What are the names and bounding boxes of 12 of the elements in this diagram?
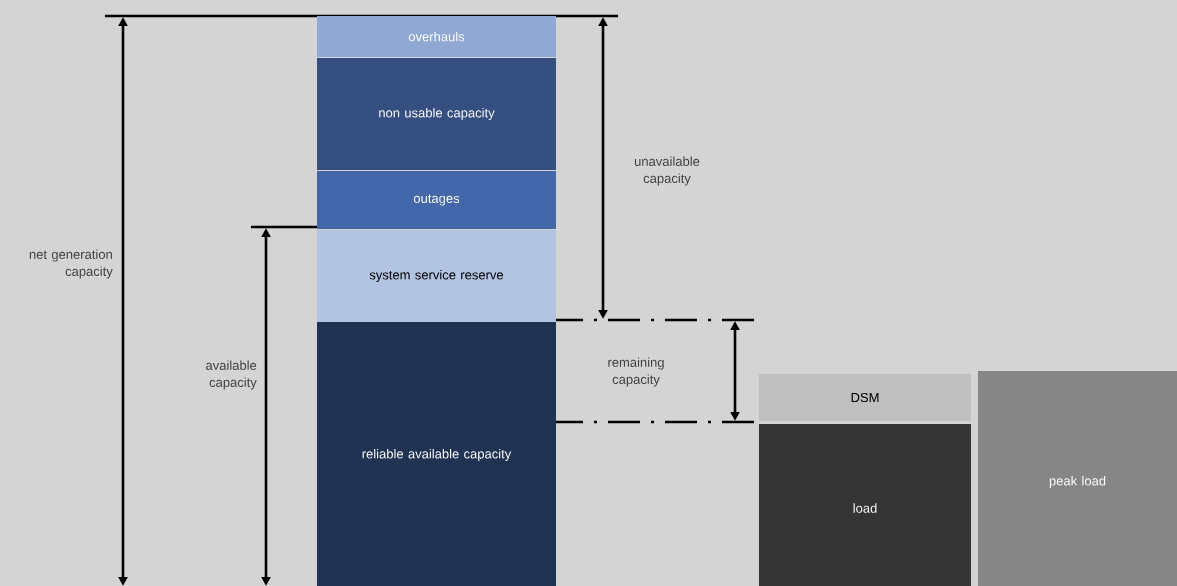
dimension-label: unavailable capacity (634, 156, 700, 186)
capacity-block: outages (317, 171, 556, 229)
dimension-label: net generation capacity (29, 249, 113, 279)
dimension-label: available capacity (206, 360, 257, 390)
capacity-block: load (759, 424, 971, 586)
capacity-block: peak load (978, 371, 1177, 586)
capacity-block: system service reserve (317, 230, 556, 322)
capacity-block: reliable available capacity (317, 322, 556, 586)
capacity-block: DSM (759, 374, 971, 421)
capacity-block: non usable capacity (317, 58, 556, 170)
capacity-block: overhauls (317, 16, 556, 57)
dimension-label: remaining capacity (608, 357, 664, 387)
